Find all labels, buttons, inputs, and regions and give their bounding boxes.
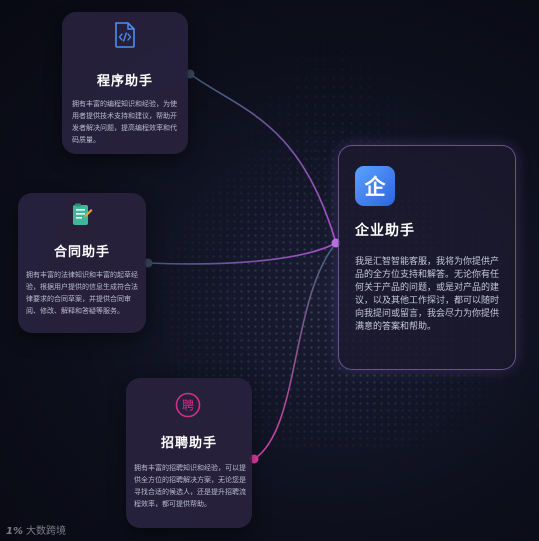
card-contract-assistant[interactable]: 合同助手 拥有丰富的法律知识和丰富的起草经验，根据用户提供的信息生成符合法律要求…	[18, 193, 146, 333]
link-recruit-to-enterprise	[253, 242, 337, 460]
card-title: 企业助手	[355, 223, 415, 239]
watermark-logo: 1%	[6, 526, 23, 537]
card-description: 我是汇智智能客服，我将为你提供产品的全方位支持和解答。无论你有任何关于产品的问题…	[355, 257, 500, 332]
card-title: 程序助手	[96, 74, 153, 89]
card-description: 拥有丰富的编程知识和经验，为使用者提供技术支持和建议，帮助开发者解决问题，提高编…	[72, 100, 177, 144]
code-file-icon	[115, 22, 135, 48]
card-enterprise-assistant[interactable]: 企 企业助手 我是汇智智能客服，我将为你提供产品的全方位支持和解答。无论你有任何…	[338, 145, 516, 370]
card-description: 拥有丰富的招聘知识和经验，可以提供全方位的招聘解决方案，无论您是寻找合适的候选人…	[134, 464, 246, 508]
card-recruit-assistant[interactable]: 聘 招聘助手 拥有丰富的招聘知识和经验，可以提供全方位的招聘解决方案，无论您是寻…	[126, 378, 252, 528]
enterprise-icon: 企	[355, 166, 395, 206]
watermark: 1%大数跨境	[6, 522, 66, 537]
link-contract-to-enterprise	[147, 242, 337, 265]
contract-document-icon	[73, 203, 93, 225]
link-dev-to-enterprise	[189, 73, 337, 244]
recruit-seal-icon: 聘	[175, 392, 201, 418]
card-title: 招聘助手	[160, 436, 217, 451]
card-title: 合同助手	[53, 245, 110, 260]
enterprise-icon-glyph: 企	[364, 175, 387, 199]
watermark-text: 大数跨境	[25, 526, 66, 537]
card-description: 拥有丰富的法律知识和丰富的起草经验，根据用户提供的信息生成符合法律要求的合同草案…	[26, 271, 138, 315]
recruit-icon-glyph: 聘	[182, 399, 194, 413]
card-program-assistant[interactable]: 程序助手 拥有丰富的编程知识和经验，为使用者提供技术支持和建议，帮助开发者解决问…	[62, 12, 188, 154]
